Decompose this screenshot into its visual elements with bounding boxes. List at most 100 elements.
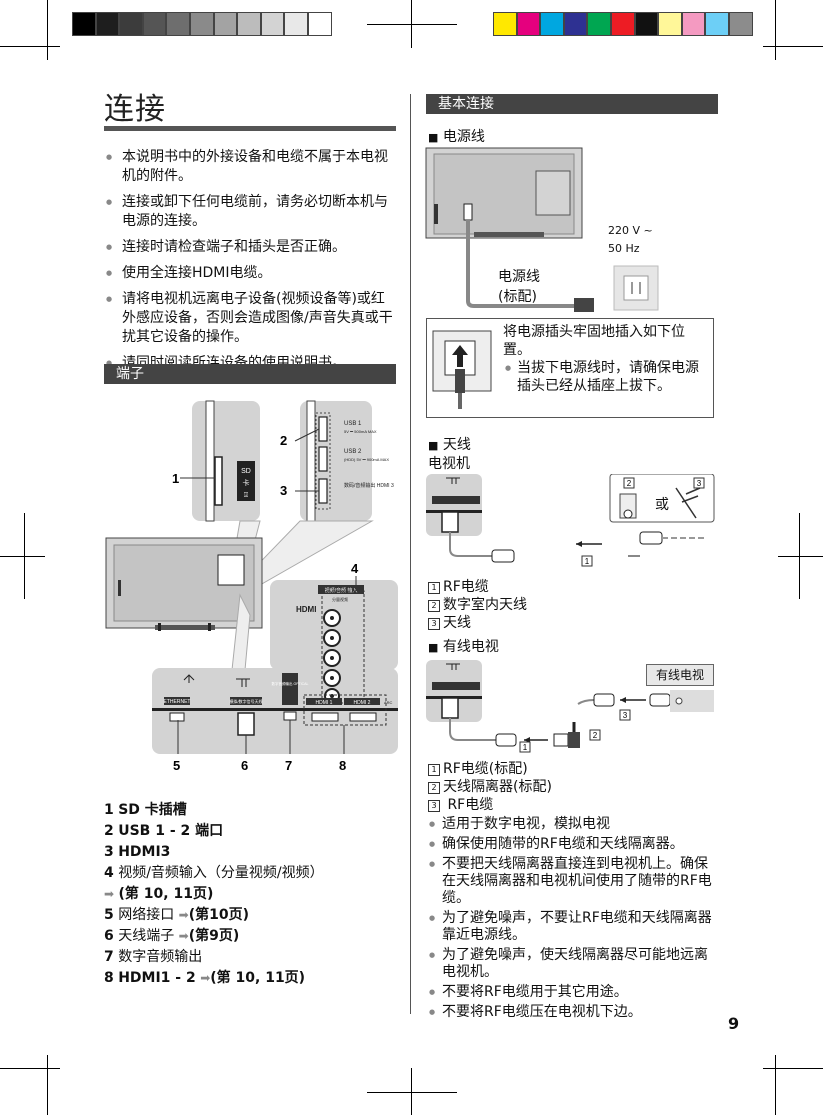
tv-label: 电视机 xyxy=(428,456,470,472)
color-swatch xyxy=(634,12,659,36)
color-swatch xyxy=(540,12,564,36)
ethernet-port xyxy=(169,712,185,722)
color-swatch xyxy=(728,12,753,36)
svg-text:1: 1 xyxy=(523,743,528,752)
crop-mark xyxy=(775,0,776,60)
crop-mark xyxy=(763,1068,823,1069)
optical-port xyxy=(283,711,297,721)
svg-text:⍗: ⍗ xyxy=(244,492,248,499)
color-swatch xyxy=(705,12,729,36)
color-swatch xyxy=(493,12,517,36)
list-item: 不要将RF电缆用于其它用途。 xyxy=(428,984,718,1001)
color-swatch xyxy=(587,12,611,36)
usb1-port xyxy=(318,416,328,442)
hdmi2-label: HDMI 2 xyxy=(354,700,371,706)
usb1-label: USB 1 xyxy=(344,421,362,427)
color-swatch xyxy=(213,12,238,36)
crop-mark xyxy=(47,1055,48,1115)
color-swatch xyxy=(610,12,635,36)
crop-mark xyxy=(775,1055,776,1115)
column-divider xyxy=(410,94,411,1014)
svg-text:3: 3 xyxy=(697,479,702,488)
color-swatch xyxy=(284,12,308,36)
hdmi3-port xyxy=(318,478,328,504)
hdmi2-port xyxy=(349,712,377,722)
callout-1: 1 xyxy=(172,471,179,486)
list-item: 4 视频/音频输入（分量视频/视频） xyxy=(104,865,324,881)
hdmi-logo: HDMI xyxy=(296,605,316,614)
color-swatch xyxy=(563,12,588,36)
color-swatch xyxy=(95,12,120,36)
cable-tv-heading: ■ 有线电视 xyxy=(428,639,499,655)
cable-tv-box-label: 有线电视 xyxy=(646,664,714,686)
sd-label-plate xyxy=(237,461,255,501)
usb1-spec: 5V ⎓ 500mA MAX xyxy=(344,429,377,434)
list-item: 3 HDMI3 xyxy=(104,844,171,860)
page-title: 连接 xyxy=(104,92,166,127)
arc-label: ARC xyxy=(384,700,393,705)
av-input-header: 视频/音频 输入 xyxy=(325,587,358,594)
hdmi1-label: HDMI 1 xyxy=(316,700,333,706)
color-swatch xyxy=(119,12,143,36)
svg-text:1: 1 xyxy=(585,557,590,566)
crop-mark xyxy=(47,0,48,60)
crop-mark xyxy=(367,24,457,25)
crop-mark xyxy=(799,513,800,599)
list-item: 确保使用随带的RF电缆和天线隔离器。 xyxy=(428,836,718,853)
voltage-label: 220 V ~ xyxy=(608,224,653,237)
power-note-box: 将电源插头牢固地插入如下位置。 ●当拔下电源线时，请确保电源插头已经从插座上拔下… xyxy=(426,318,714,418)
svg-text:卡: 卡 xyxy=(243,478,250,487)
sd-slot xyxy=(214,456,223,506)
callout-5: 5 xyxy=(173,758,180,773)
section-heading-basic: 基本连接 xyxy=(426,94,718,114)
list-item: 适用于数字电视，模拟电视 xyxy=(428,816,718,833)
color-swatch xyxy=(237,12,261,36)
list-item: 不要将RF电缆压在电视机下边。 xyxy=(428,1004,718,1021)
color-swatch xyxy=(260,12,285,36)
list-item: 连接或卸下任何电缆前，请务必切断本机与电源的连接。 xyxy=(104,193,396,231)
crop-mark xyxy=(0,556,45,557)
callout-3: 3 xyxy=(280,483,287,498)
svg-text:SD: SD xyxy=(241,468,251,475)
cord-standard-label: (标配) xyxy=(498,289,537,305)
list-item: 请将电视机远离电子设备(视频设备等)或红外感应设备，否则会造成图像/声音失真或干… xyxy=(104,290,396,347)
section-heading-terminals: 端子 xyxy=(104,364,396,384)
list-item: 为了避免噪声，使天线隔离器尽可能地远离电视机。 xyxy=(428,947,718,981)
list-item: ➡ (第 10, 11页) xyxy=(104,886,214,902)
list-item: 6 天线端子 ➡(第9页) xyxy=(104,928,240,944)
list-item: 7 数字音频输出 xyxy=(104,949,203,965)
list-item: 5 网络接口 ➡(第10页) xyxy=(104,907,249,923)
color-swatch xyxy=(307,12,332,36)
list-item: 不要把天线隔离器直接连到电视机上。确保在天线隔离器和电视机间使用了随带的RF电缆… xyxy=(428,856,718,907)
antenna-diagram: 1 2 3 xyxy=(426,474,715,567)
power-note-main: 将电源插头牢固地插入如下位置。 xyxy=(503,324,685,358)
cable-tv-notes: 适用于数字电视，模拟电视 确保使用随带的RF电缆和天线隔离器。 不要把天线隔离器… xyxy=(428,816,718,1024)
arrow-right-icon: ➡ xyxy=(178,908,189,922)
color-swatch xyxy=(142,12,167,36)
usb2-port xyxy=(318,446,328,472)
list-item: 使用全连接HDMI电缆。 xyxy=(104,264,396,283)
list-item: 1 SD 卡插槽 xyxy=(104,802,187,818)
power-diagram xyxy=(425,147,659,312)
usb2-spec: (HDD) 5V ⎓ 900mA MAX xyxy=(344,457,389,462)
crop-mark xyxy=(763,46,823,47)
list-item: 8 HDMI1 - 2 ➡(第 10, 11页) xyxy=(104,970,306,986)
cord-label: 电源线 xyxy=(498,269,540,285)
callout-4: 4 xyxy=(351,561,359,576)
color-swatch xyxy=(681,12,706,36)
component-label: 分量视频 xyxy=(332,596,348,602)
digital-audio-label: 数字音频输出 OPTICAL xyxy=(272,681,309,686)
arrow-right-icon: ➡ xyxy=(104,887,115,901)
plug-insert-illustration xyxy=(432,330,492,409)
crop-mark xyxy=(24,513,25,599)
page-number: 9 xyxy=(728,1014,740,1033)
list-item: 3 RF电缆 xyxy=(428,796,493,814)
color-swatch xyxy=(189,12,214,36)
power-heading: ■ 电源线 xyxy=(428,129,485,145)
gray-calibration-bar xyxy=(72,12,332,36)
crop-mark xyxy=(0,1068,60,1069)
callout-8: 8 xyxy=(339,758,346,773)
arrow-up-icon xyxy=(452,345,468,367)
